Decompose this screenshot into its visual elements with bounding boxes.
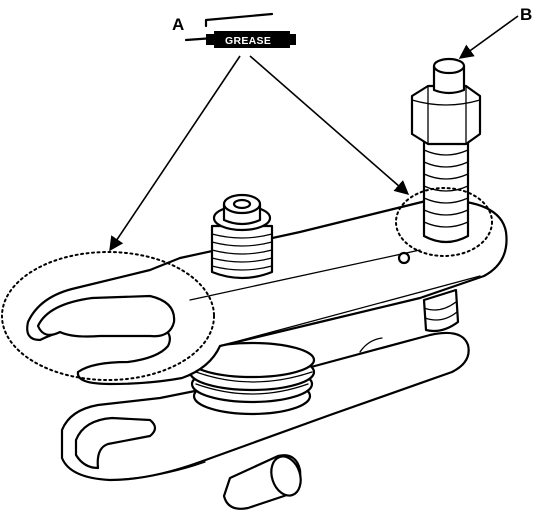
spring: [188, 341, 316, 416]
upper-arm: [26, 198, 508, 386]
grease-tube-icon: GREASE: [184, 12, 296, 48]
callout-label-a: A: [172, 15, 184, 34]
leader-arrow-a-bolt: [249, 55, 410, 195]
pivot-roller: [222, 454, 302, 510]
callout-label-b: B: [520, 5, 532, 24]
leader-arrow-b: [458, 15, 519, 59]
grease-area-fork-circle: [1, 251, 215, 381]
center-stud: [210, 193, 274, 280]
pressure-bolt: [410, 57, 482, 333]
grease-area-bolt-circle: [395, 187, 493, 257]
grease-tube-label: GREASE: [225, 35, 271, 47]
leader-arrow-a-fork: [109, 55, 241, 252]
